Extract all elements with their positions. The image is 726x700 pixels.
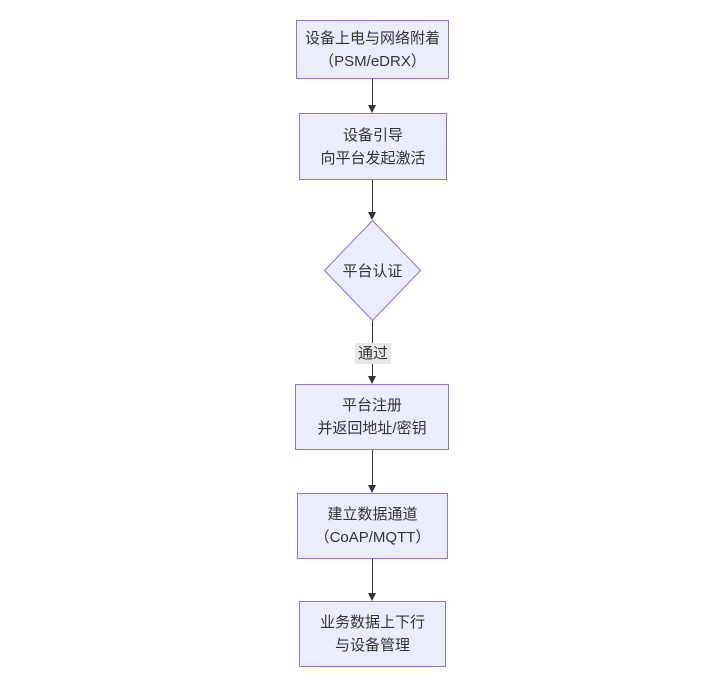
- arrowhead-down-icon: [368, 485, 376, 493]
- node-label-line: 设备引导: [342, 126, 403, 144]
- flow-node-auth: 平台认证: [342, 263, 403, 280]
- edge-line-0: [372, 79, 373, 106]
- node-label-line: 业务数据上下行: [319, 614, 425, 631]
- decision-diamond-shape: [324, 220, 421, 321]
- edge-line-1: [372, 180, 373, 213]
- arrowhead-down-icon: [368, 376, 376, 384]
- flow-node-power-attach: 设备上电与网络附着 （PSM/eDRX）: [296, 20, 449, 79]
- node-label-line: （PSM/eDRX）: [319, 52, 426, 70]
- arrowhead-down-icon: [368, 212, 376, 220]
- edge-line-4: [372, 559, 373, 594]
- node-label-line: 设备上电与网络附着: [304, 29, 440, 47]
- node-label-line: 并返回地址/密钥: [317, 420, 427, 437]
- node-label-line: 建立数据通道: [327, 506, 418, 523]
- node-label-line: （CoAP/MQTT）: [314, 529, 431, 546]
- node-label-line: 平台注册: [341, 397, 402, 414]
- arrowhead-down-icon: [368, 593, 376, 601]
- node-label-line: 向平台发起激活: [320, 149, 426, 167]
- arrowhead-down-icon: [368, 105, 376, 113]
- flow-node-register: 平台注册 并返回地址/密钥: [295, 384, 449, 450]
- flow-node-data-channel: 建立数据通道 （CoAP/MQTT）: [297, 493, 448, 559]
- node-label-line: 与设备管理: [334, 637, 410, 654]
- edge-line-3: [372, 450, 373, 486]
- edge-label-pass: 通过: [354, 343, 392, 364]
- flow-node-business: 业务数据上下行 与设备管理: [299, 601, 446, 667]
- flow-node-bootstrap: 设备引导 向平台发起激活: [299, 113, 447, 180]
